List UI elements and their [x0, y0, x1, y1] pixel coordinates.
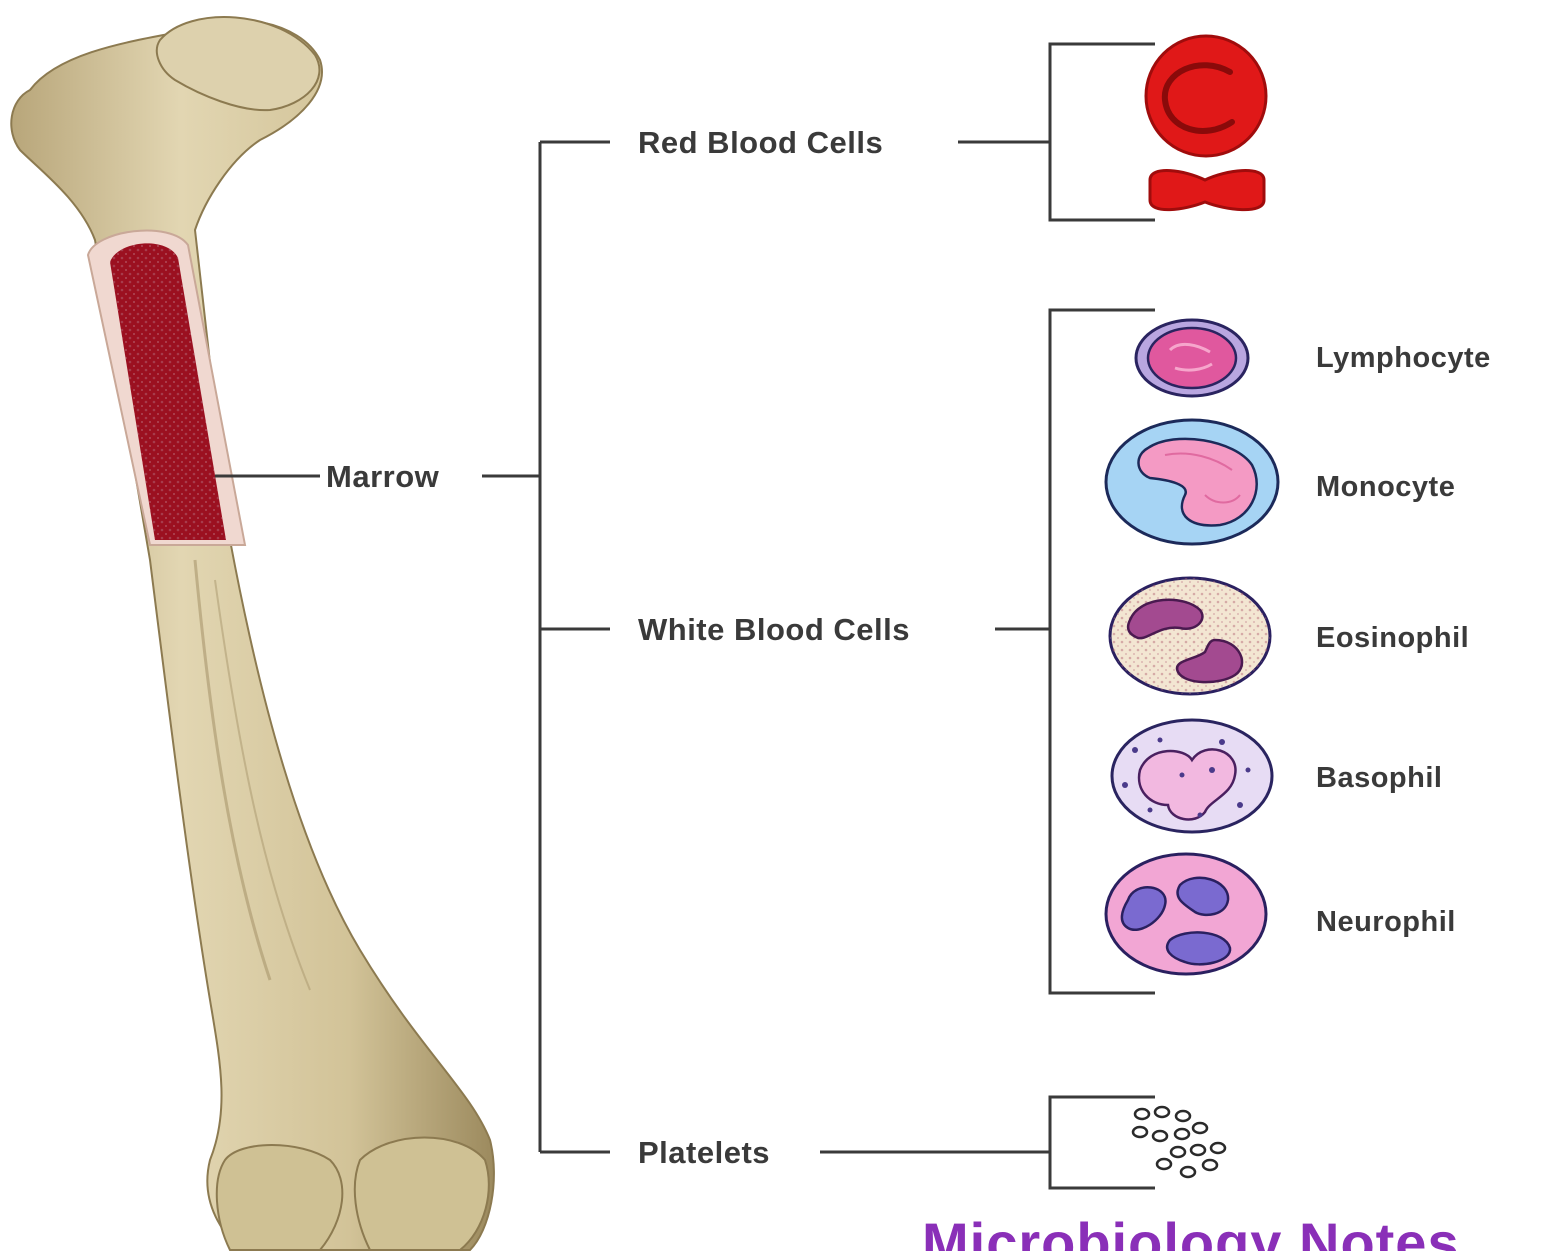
wbc-label-neutrophil: Neurophil	[1316, 906, 1456, 938]
platelets-icon	[1133, 1107, 1225, 1177]
basophil-icon	[1112, 720, 1272, 832]
wbc-label-monocyte: Monocyte	[1316, 471, 1455, 503]
white-blood-cells-label: White Blood Cells	[638, 612, 910, 647]
red-blood-cells-label: Red Blood Cells	[638, 125, 883, 160]
lymphocyte-icon	[1136, 320, 1248, 396]
monocyte-icon	[1106, 420, 1278, 544]
neutrophil-icon	[1106, 854, 1266, 974]
marrow-label: Marrow	[326, 459, 440, 494]
femoral-condyles	[217, 1145, 343, 1250]
rbc-side-view-icon	[1150, 171, 1264, 210]
wbc-label-lymphocyte: Lymphocyte	[1316, 342, 1491, 374]
platelets-label: Platelets	[638, 1135, 770, 1170]
bone-body	[11, 20, 494, 1250]
eosinophil-icon	[1110, 578, 1270, 694]
rbc-top-view-icon	[1146, 36, 1266, 156]
watermark-text: Microbiology Notes	[922, 1211, 1460, 1251]
wbc-label-eosinophil: Eosinophil	[1316, 622, 1469, 654]
femur-bone	[11, 17, 494, 1250]
wbc-label-basophil: Basophil	[1316, 762, 1442, 794]
